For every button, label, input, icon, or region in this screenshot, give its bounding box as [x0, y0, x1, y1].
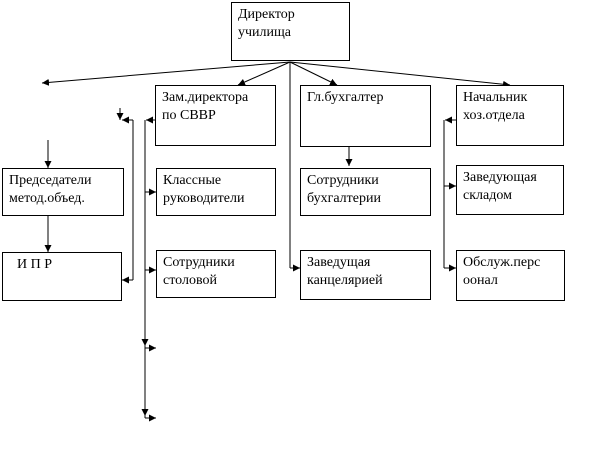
box-office-head-line1: Заведущая — [307, 255, 371, 270]
box-canteen-staff: Сотрудники столовой — [156, 250, 276, 298]
box-chief-accountant: Гл.бухгалтер — [300, 85, 431, 147]
box-head-supply-line2: хоз.отдела — [463, 108, 525, 123]
box-ipr-line1: И П Р — [17, 257, 53, 272]
box-ipr: И П Р — [2, 252, 122, 301]
box-office-head: Заведущая канцелярией — [300, 250, 431, 300]
box-head-supply-line1: Начальник — [463, 90, 528, 105]
box-accounting-staff: Сотрудники бухгалтерии — [300, 168, 431, 216]
arrow-director-left — [41, 61, 291, 86]
arrow-director-head-supply — [289, 61, 511, 88]
box-deputy-line2: по СВВР — [162, 108, 216, 123]
box-accounting-staff-line1: Сотрудники — [307, 173, 379, 188]
box-warehouse-head: Заведующая складом — [456, 165, 564, 215]
box-canteen-staff-line2: столовой — [163, 273, 217, 288]
arrow-director-accountant — [289, 61, 338, 86]
box-method-chairs-line2: метод.объед. — [9, 191, 85, 206]
box-service-staff-line1: Обслуж.перс — [463, 255, 541, 270]
box-chief-accountant-line1: Гл.бухгалтер — [307, 90, 384, 105]
box-director-line1: Директор — [238, 7, 295, 22]
box-class-teachers-line2: руководители — [163, 191, 245, 206]
box-director-line2: училища — [238, 25, 292, 40]
box-accounting-staff-line2: бухгалтерии — [307, 191, 381, 206]
box-service-staff: Обслуж.перс оонал — [456, 250, 565, 301]
box-deputy: Зам.директора по СВВР — [155, 85, 276, 146]
box-canteen-staff-line1: Сотрудники — [163, 255, 235, 270]
box-service-staff-line2: оонал — [463, 273, 498, 288]
box-method-chairs: Председатели метод.объед. — [2, 168, 124, 216]
box-class-teachers-line1: Классные — [163, 173, 222, 188]
box-deputy-line1: Зам.директора — [162, 90, 249, 105]
box-warehouse-head-line1: Заведующая — [463, 170, 537, 185]
box-method-chairs-line1: Председатели — [9, 173, 92, 188]
box-director: Директор училища — [231, 2, 350, 61]
box-warehouse-head-line2: складом — [463, 188, 512, 203]
arrow-director-deputy — [237, 61, 291, 86]
box-office-head-line2: канцелярией — [307, 273, 383, 288]
box-head-supply: Начальник хоз.отдела — [456, 85, 564, 146]
box-class-teachers: Классные руководители — [156, 168, 276, 216]
